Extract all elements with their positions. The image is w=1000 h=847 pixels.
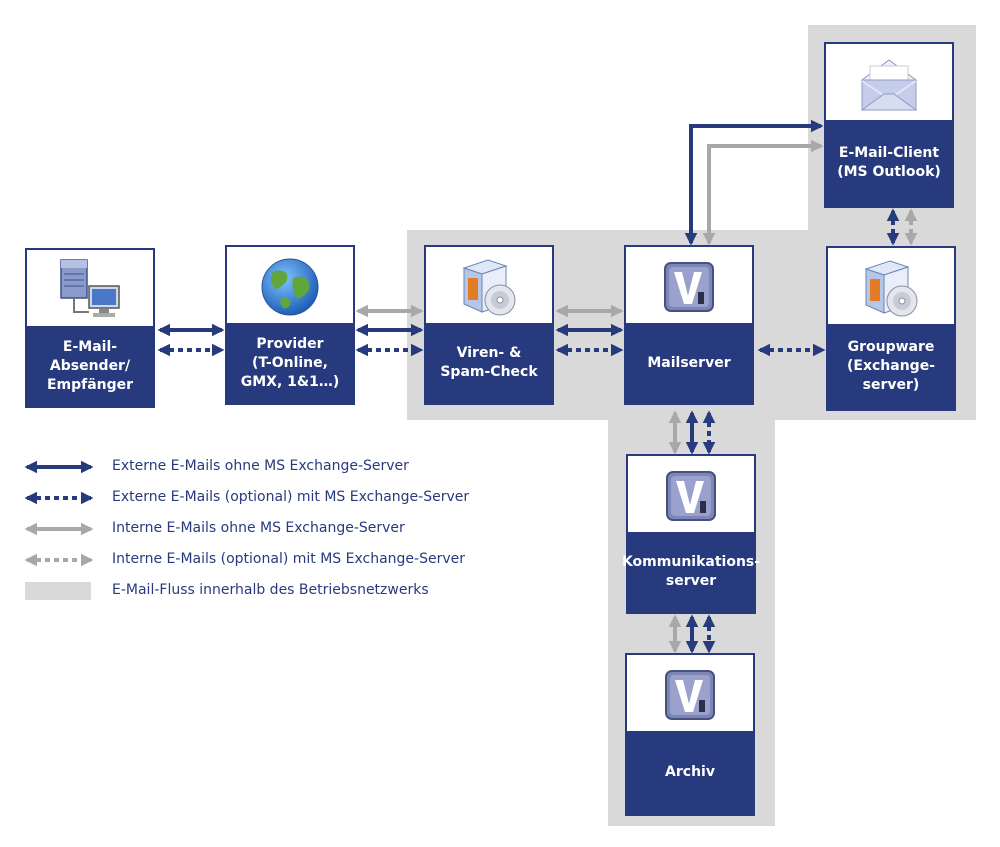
node-email-sender: E-Mail- Absender/ Empfänger <box>25 248 155 408</box>
node-kommunikationsserver: Kommunikations- server <box>622 454 760 614</box>
node-archiv-label: Archiv <box>627 731 753 814</box>
node-mailserver: Mailserver <box>624 245 754 405</box>
node-groupware-label: Groupware (Exchange- server) <box>828 324 954 409</box>
node-groupware: Groupware (Exchange- server) <box>826 246 956 411</box>
legend-label-internal-dotted: Interne E-Mails (optional) mit MS Exchan… <box>112 551 465 567</box>
software-box-icon <box>462 259 516 316</box>
node-client-label: E-Mail-Client (MS Outlook) <box>826 120 952 206</box>
node-provider-label: Provider (T-Online, GMX, 1&1…) <box>227 323 353 403</box>
node-mailserver-icon-area <box>626 247 752 327</box>
v-logo-icon <box>666 471 716 521</box>
node-provider-icon-area <box>227 247 353 327</box>
node-client-icon-area <box>826 44 952 124</box>
v-logo-icon <box>664 262 714 312</box>
software-box-icon <box>864 260 918 317</box>
server-computer-icon <box>60 259 120 317</box>
node-provider: Provider (T-Online, GMX, 1&1…) <box>225 245 355 405</box>
globe-icon <box>261 258 319 316</box>
legend-label-network-area: E-Mail-Fluss innerhalb des Betriebsnetzw… <box>112 582 429 598</box>
node-archiv: Archiv <box>625 653 755 816</box>
node-kommunikation-icon-area <box>628 456 754 536</box>
v-logo-icon <box>665 670 715 720</box>
node-sender-icon-area <box>27 250 153 328</box>
node-sender-label: E-Mail- Absender/ Empfänger <box>27 326 153 406</box>
node-groupware-icon-area <box>828 248 954 328</box>
node-mailserver-label: Mailserver <box>626 323 752 403</box>
node-virus-label: Viren- & Spam-Check <box>426 323 552 403</box>
legend-symbol-gray-area <box>25 582 91 600</box>
legend-label-external-dotted: Externe E-Mails (optional) mit MS Exchan… <box>112 489 470 505</box>
node-virus-spam-check: Viren- & Spam-Check <box>424 245 554 405</box>
node-kommunikation-label: Kommunikations- server <box>622 532 760 612</box>
node-email-client: E-Mail-Client (MS Outlook) <box>824 42 954 208</box>
node-virus-icon-area <box>426 247 552 327</box>
arrow-mailserver-client-internal <box>702 139 824 246</box>
node-archiv-icon-area <box>627 655 753 735</box>
legend-label-internal-solid: Interne E-Mails ohne MS Exchange-Server <box>112 520 405 536</box>
envelope-icon <box>860 59 918 111</box>
arrow-mailserver-client-external <box>684 119 824 246</box>
legend-label-external-solid: Externe E-Mails ohne MS Exchange-Server <box>112 458 409 474</box>
